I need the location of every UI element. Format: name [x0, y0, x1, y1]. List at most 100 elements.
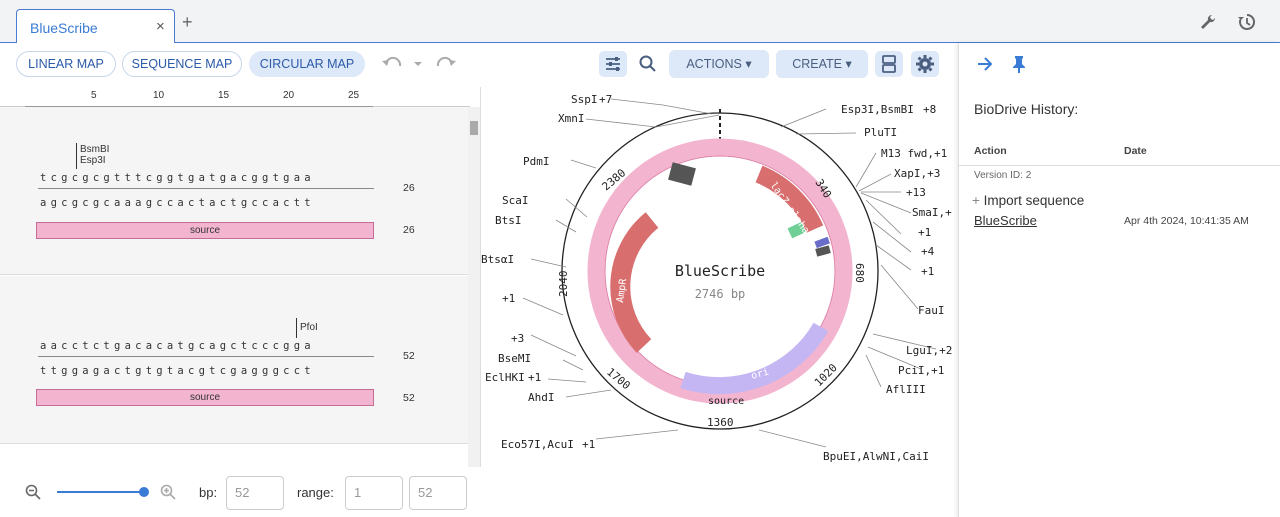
enzyme-site-label[interactable]: BtsαI: [481, 253, 514, 266]
sequence-row[interactable]: PfoI aacctctgacacatgcagctcccgga 52 ttgga…: [0, 276, 468, 444]
source-feature[interactable]: source: [36, 389, 374, 406]
enzyme-site-label[interactable]: +8: [923, 103, 936, 116]
wrench-icon[interactable]: [1198, 12, 1218, 32]
enzyme-site-label[interactable]: +1: [502, 292, 515, 305]
ruler-tick: 25: [348, 90, 360, 101]
create-dropdown[interactable]: CREATE ▾: [776, 50, 868, 78]
bottom-strand: ttggagactgtgtacgtcgagggcct: [40, 365, 315, 377]
redo-icon[interactable]: [433, 55, 457, 73]
layout-toggle-button[interactable]: [875, 51, 903, 77]
enzyme-site-label[interactable]: PciI,+1: [898, 364, 944, 377]
history-panel: BioDrive History: Action Date Version ID…: [958, 43, 1280, 517]
enzyme-site-label[interactable]: SspI: [571, 93, 598, 106]
document-tab[interactable]: BlueScribe ×: [16, 9, 175, 43]
map-tick: 1020: [812, 361, 840, 389]
scrollbar-thumb[interactable]: [470, 121, 478, 135]
base-count: 52: [403, 392, 415, 404]
lacZ-alpha-feature[interactable]: [755, 165, 824, 233]
add-tab-button[interactable]: +: [182, 12, 193, 32]
enzyme-site-label[interactable]: EclHKI: [485, 371, 525, 384]
bp-input[interactable]: 52: [226, 476, 284, 510]
create-label: CREATE: [792, 57, 842, 71]
enzyme-site-label[interactable]: +4: [921, 245, 935, 258]
map-tick: 1700: [604, 365, 633, 392]
plus-icon: +: [972, 193, 980, 208]
arrow-right-icon[interactable]: [975, 54, 995, 74]
document-tab-title: BlueScribe: [30, 20, 98, 36]
enzyme-site-label[interactable]: LguI,+2: [906, 344, 952, 357]
feature-label: ori: [750, 367, 770, 382]
enzyme-site-label[interactable]: FauI: [918, 304, 945, 317]
sequence-row[interactable]: BsmBI Esp3I tcgcgcgtttcggtgatgacggtgaa 2…: [0, 107, 468, 275]
enzyme-site-label[interactable]: +1: [582, 438, 595, 451]
sliders-icon: [606, 57, 620, 71]
enzyme-site-label[interactable]: ScaI: [502, 194, 529, 207]
enzyme-site-label[interactable]: +7: [599, 93, 612, 106]
enzyme-label[interactable]: BsmBI: [80, 144, 110, 155]
enzyme-site-label[interactable]: Esp3I,BsmBI: [841, 103, 914, 116]
range-label: range:: [297, 485, 334, 500]
circular-map[interactable]: BlueScribe 2746 bp 340 680 1020 1360 170…: [481, 87, 958, 467]
bp-label: bp:: [199, 485, 218, 500]
actions-label: ACTIONS: [686, 57, 742, 71]
range-start-input[interactable]: 1: [345, 476, 403, 510]
chevron-down-icon[interactable]: [412, 59, 424, 69]
ruler-tick: 5: [91, 90, 97, 101]
enzyme-site-label[interactable]: +13: [906, 186, 926, 199]
circular-map-button[interactable]: CIRCULAR MAP: [249, 51, 365, 77]
undo-icon[interactable]: [381, 55, 405, 73]
enzyme-site-label[interactable]: BseMI: [498, 352, 531, 365]
enzyme-site-label[interactable]: XmnI: [558, 112, 585, 125]
enzyme-label[interactable]: Esp3I: [80, 155, 106, 166]
vertical-scrollbar[interactable]: [468, 107, 480, 467]
history-link[interactable]: BlueScribe: [974, 213, 1037, 228]
search-icon[interactable]: [638, 54, 658, 74]
feature-label: source: [189, 225, 220, 236]
bottom-strand: agcgcgcaaagccactactgccactt: [40, 197, 315, 209]
close-tab-icon[interactable]: ×: [156, 18, 165, 35]
enzyme-site-label[interactable]: +1: [528, 371, 541, 384]
view-toolbar: LINEAR MAP SEQUENCE MAP CIRCULAR MAP ACT…: [0, 43, 958, 87]
tab-bar: BlueScribe × +: [0, 0, 1280, 43]
linear-map-button[interactable]: LINEAR MAP: [16, 51, 116, 77]
ampr-feature[interactable]: [610, 212, 659, 353]
enzyme-site-label[interactable]: XapI,+3: [894, 167, 940, 180]
enzyme-site-label[interactable]: BtsI: [495, 214, 522, 227]
chevron-down-icon: ▾: [745, 57, 752, 71]
filter-settings-button[interactable]: [599, 51, 627, 77]
zoom-slider[interactable]: [57, 491, 145, 493]
settings-button[interactable]: [911, 51, 939, 77]
actions-dropdown[interactable]: ACTIONS ▾: [669, 50, 769, 78]
pin-icon[interactable]: [1010, 54, 1028, 74]
enzyme-site-label[interactable]: Eco57I,AcuI: [501, 438, 574, 451]
source-feature[interactable]: source: [36, 222, 374, 239]
history-entry-title: + Import sequence: [972, 193, 1084, 208]
zoom-slider-thumb[interactable]: [139, 487, 149, 497]
enzyme-site-label[interactable]: AhdI: [528, 391, 555, 404]
plasmid-length: 2746 bp: [695, 287, 746, 301]
sequence-map-button[interactable]: SEQUENCE MAP: [122, 51, 242, 77]
zoom-in-icon[interactable]: [160, 484, 176, 500]
enzyme-site-label[interactable]: PluTI: [864, 126, 897, 139]
enzyme-label[interactable]: PfoI: [300, 322, 318, 333]
enzyme-site-label[interactable]: +1: [921, 265, 934, 278]
gear-icon: [916, 55, 934, 73]
ruler-tick: 15: [218, 90, 230, 101]
map-tick: 680: [853, 263, 866, 283]
enzyme-site-label[interactable]: PdmI: [523, 155, 550, 168]
enzyme-site-label[interactable]: +1: [918, 226, 931, 239]
enzyme-site-label[interactable]: AflIII: [886, 383, 926, 396]
plasmid-name: BlueScribe: [675, 262, 765, 280]
history-icon[interactable]: [1237, 12, 1257, 32]
enzyme-site-label[interactable]: SmaI,+: [912, 206, 952, 219]
ori-feature[interactable]: [680, 322, 829, 395]
zoom-out-icon[interactable]: [25, 484, 41, 500]
map-tick: 2040: [557, 271, 570, 298]
range-end-input[interactable]: 52: [409, 476, 467, 510]
panel-title: BioDrive History:: [974, 101, 1079, 117]
enzyme-site-label[interactable]: +3: [511, 332, 524, 345]
top-strand: tcgcgcgtttcggtgatgacggtgaa: [40, 172, 315, 184]
enzyme-site-label[interactable]: BpuEI,AlwNI,CaiI: [823, 450, 929, 463]
feature-label: source: [189, 392, 220, 403]
enzyme-site-label[interactable]: M13 fwd,+1: [881, 147, 947, 160]
